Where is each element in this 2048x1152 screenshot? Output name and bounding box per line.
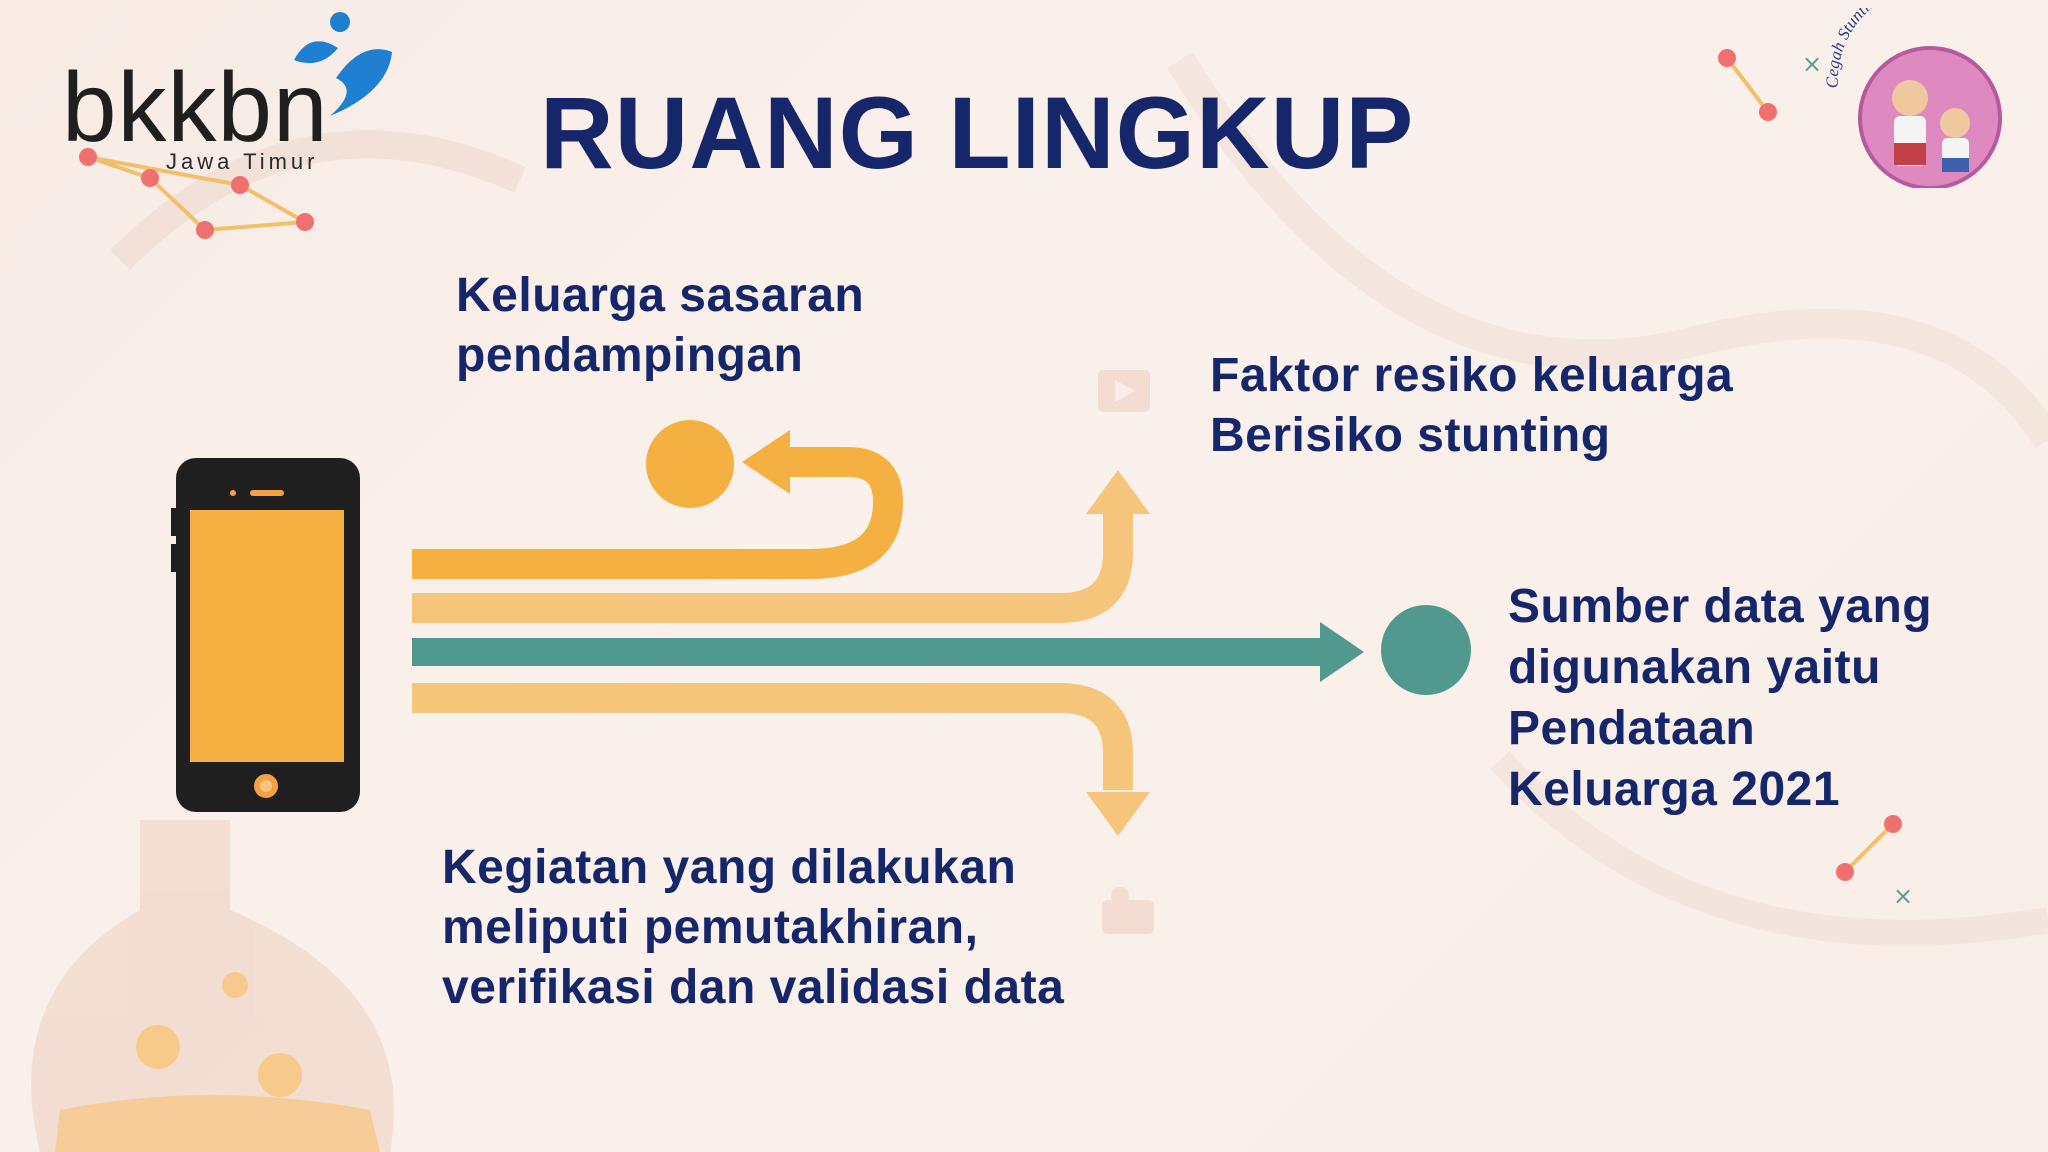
label-sumber-data: Sumber data yang digunakan yaitu Pendata…: [1508, 576, 1932, 820]
svg-text:×: ×: [1893, 882, 1913, 910]
label-line: verifikasi dan validasi data: [442, 961, 1065, 1014]
logo-mark-icon: [294, 12, 392, 116]
label-line: Pendataan: [1508, 702, 1756, 755]
label-kegiatan: Kegiatan yang dilakukan meliputi pemutak…: [442, 838, 1064, 1018]
molecule-decor-left: [79, 148, 314, 239]
camera-icon: [1102, 900, 1154, 934]
arrow-straight: [412, 605, 1471, 695]
label-keluarga-sasaran: Keluarga sasaran pendampingan: [456, 266, 864, 386]
arrow-down: [412, 683, 1150, 836]
logo-subtitle: Jawa Timur: [166, 149, 319, 174]
label-faktor-resiko: Faktor resiko keluarga Berisiko stunting: [1210, 346, 1733, 466]
label-line: Kegiatan yang dilakukan: [442, 841, 1017, 894]
label-line: Keluarga 2021: [1508, 763, 1841, 816]
page-title: RUANG LINGKUP: [540, 76, 1415, 190]
molecule-decor-bottom: ×: [1836, 815, 1913, 910]
teal-circle: [1381, 605, 1471, 695]
logo-wordmark: bkkbn: [62, 52, 329, 162]
molecule-decor-right: ×: [1718, 49, 1822, 121]
label-line: Keluarga sasaran: [456, 269, 865, 322]
label-line: Faktor resiko keluarga: [1210, 349, 1734, 402]
smartphone-icon: [171, 458, 360, 812]
label-line: digunakan yaitu: [1508, 641, 1881, 694]
label-line: Berisiko stunting: [1210, 409, 1611, 462]
stunting-badge: Cegah Stunting, Itu Penting!: [1823, 8, 2002, 188]
orange-circle: [646, 420, 734, 508]
label-line: meliputi pemutakhiran,: [442, 901, 979, 954]
flask-decor: [31, 820, 395, 1152]
child-face-icon: [1892, 80, 1928, 116]
arrow-loop: [412, 420, 904, 579]
label-line: pendampingan: [456, 329, 804, 382]
label-line: Sumber data yang: [1508, 580, 1933, 633]
svg-text:×: ×: [1802, 50, 1822, 78]
arrow-up: [412, 470, 1150, 623]
